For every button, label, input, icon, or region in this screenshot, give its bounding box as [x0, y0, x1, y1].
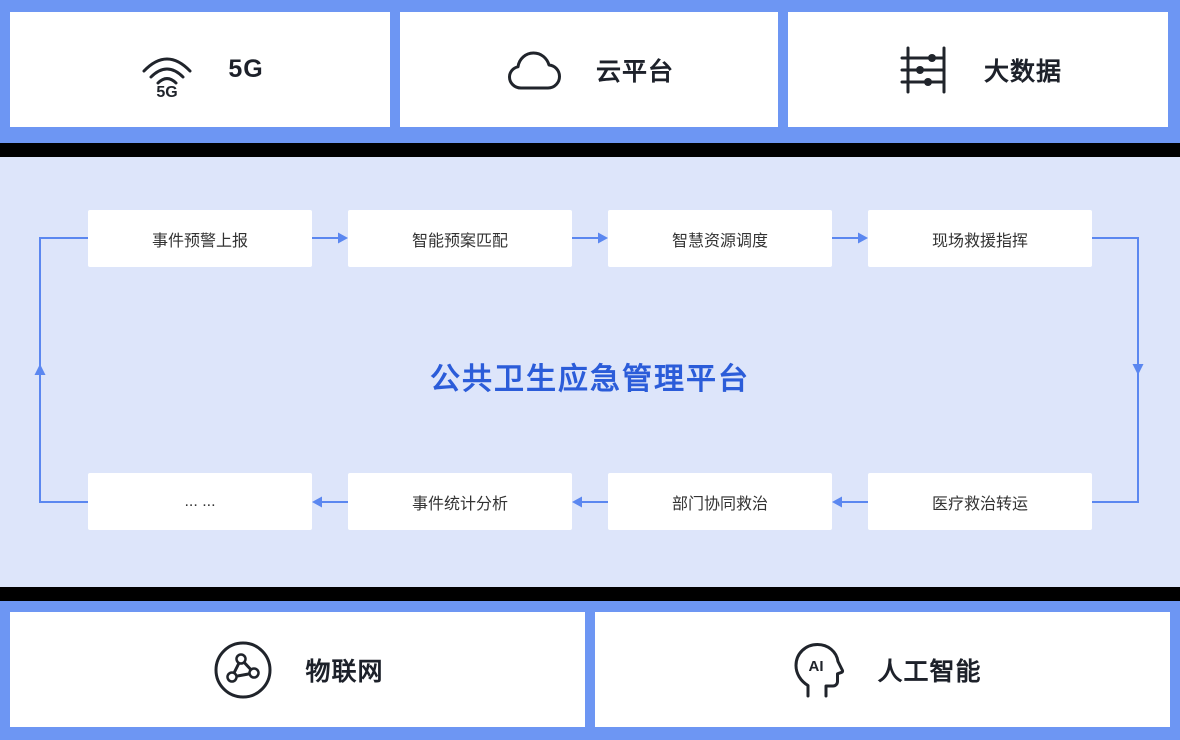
arrow-bottom-2	[572, 496, 608, 508]
flow-arrows	[34, 232, 1144, 508]
arrow-loop-right	[1092, 237, 1144, 503]
arrow-bottom-1	[832, 496, 868, 508]
card-label-5g: 5G	[228, 55, 264, 83]
card-big-data: 大数据	[788, 12, 1168, 127]
flow-step-rescue-command: 现场救援指挥	[868, 210, 1092, 267]
5g-signal-icon: 5G	[142, 57, 192, 101]
cloud-icon	[507, 51, 561, 89]
flow-step-ellipsis: ... ...	[88, 473, 312, 530]
ai-head-icon: AI	[794, 642, 845, 697]
arrow-top-3	[832, 232, 868, 244]
5g-icon-text: 5G	[157, 84, 178, 101]
iot-network-icon	[214, 641, 272, 698]
flow-step-dept-collaboration: 部门协同救治	[608, 473, 832, 530]
flow-step-medical-transfer: 医疗救治转运	[868, 473, 1092, 530]
card-ai: AI 人工智能	[595, 612, 1170, 727]
arrow-loop-left	[34, 237, 88, 503]
card-5g: 5G 5G	[10, 12, 390, 127]
flow-step-resource-dispatch: 智慧资源调度	[608, 210, 832, 267]
ai-icon-text: AI	[809, 658, 824, 675]
card-label-ai: 人工智能	[877, 657, 982, 686]
card-cloud-platform: 云平台	[400, 12, 778, 127]
arrow-bottom-3	[312, 496, 348, 508]
arrow-top-2	[572, 232, 608, 244]
card-iot: 物联网	[10, 612, 585, 727]
flow-step-statistics-analysis: 事件统计分析	[348, 473, 572, 530]
flow-step-event-report: 事件预警上报	[88, 210, 312, 267]
card-label-iot: 物联网	[305, 657, 384, 686]
flow-step-plan-matching: 智能预案匹配	[348, 210, 572, 267]
big-data-icon	[900, 46, 946, 93]
card-label-bigdata: 大数据	[983, 57, 1062, 86]
card-label-cloud: 云平台	[595, 57, 674, 86]
platform-title: 公共卫生应急管理平台	[430, 363, 750, 396]
arrow-top-1	[312, 232, 348, 244]
